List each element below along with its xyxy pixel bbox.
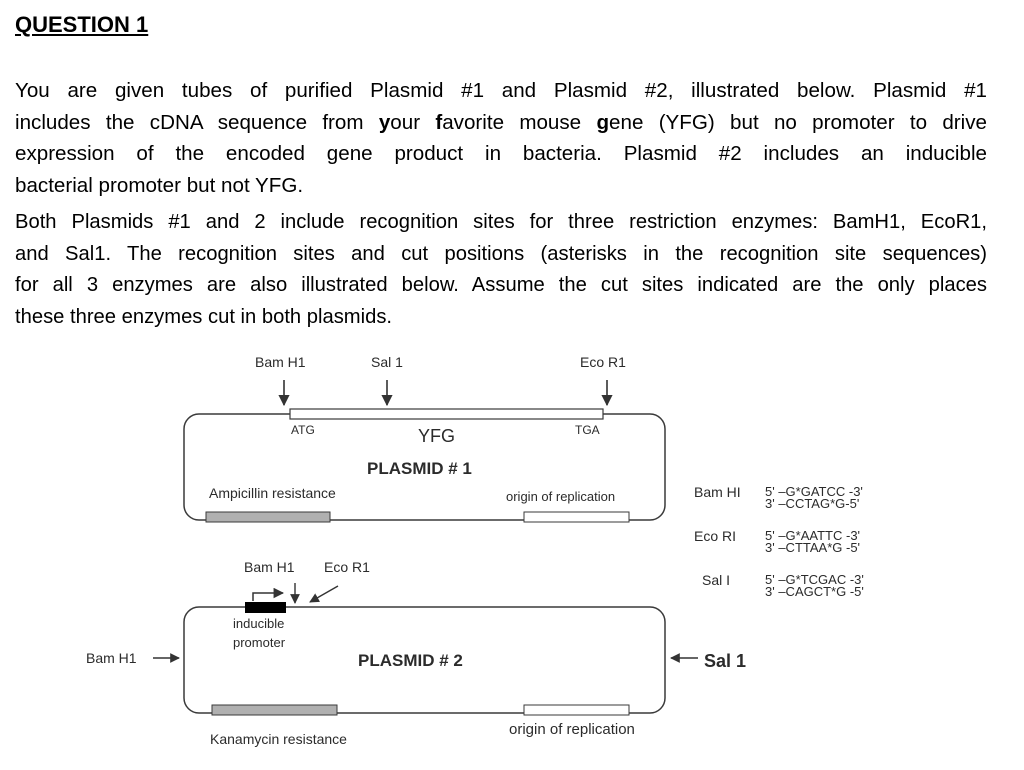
enzyme-bottom-strand-sal-i: 3' –CAGCT*G -5' <box>765 584 864 599</box>
plasmid-2: Bam H1 Eco R1 inducible promoter PLASMID… <box>86 559 746 747</box>
promoter-label-line-1: inducible <box>233 616 284 631</box>
tga-label: TGA <box>575 423 600 437</box>
enzyme-bottom-strand-bam-hi: 3' –CCTAG*G-5' <box>765 496 859 511</box>
bold-letter-g: g <box>596 110 610 134</box>
enzymes-line-4: these three enzymes cut in both plasmids… <box>15 305 393 328</box>
intro-line-2: includes the cDNA sequence from your fav… <box>15 110 987 134</box>
plasmid1-origin-label: origin of replication <box>506 489 615 504</box>
bold-letter-y: y <box>378 110 391 134</box>
inducible-promoter-block <box>245 602 286 613</box>
enzyme-name-bam-hi: Bam HI <box>694 484 741 500</box>
promoter-direction-arrow <box>252 587 285 601</box>
intro-line-1: You are given tubes of purified Plasmid … <box>15 79 987 102</box>
plasmid1-origin-bar <box>523 511 630 523</box>
plasmid2-origin-label: origin of replication <box>509 721 635 738</box>
intro-paragraph: You are given tubes of purified Plasmid … <box>15 75 987 201</box>
enzyme-top-strand-bam-hi: 5' –G*GATCC -3' <box>765 484 863 499</box>
enzyme-top-strand-sal-i: 5' –G*TCGAC -3' <box>765 572 864 587</box>
intro-line-3: expression of the encoded gene product i… <box>15 142 987 165</box>
atg-label: ATG <box>291 423 315 437</box>
plasmid2-origin-bar <box>523 704 630 716</box>
plasmid-2-title: PLASMID # 2 <box>358 651 463 670</box>
enzyme-row-eco-ri: Eco RI 5' –G*AATTC -3' 3' –CTTAA*G -5' <box>694 528 860 555</box>
enzyme-row-sal-i: Sal I 5' –G*TCGAC -3' 3' –CAGCT*G -5' <box>702 572 864 599</box>
question-heading: QUESTION 1 <box>15 12 149 37</box>
intro-line-4: bacterial promoter but not YFG. <box>15 173 304 197</box>
enzymes-line-3: for all 3 enzymes are also illustrated b… <box>15 274 987 296</box>
plasmid2-left-bam-h1-label: Bam H1 <box>86 650 137 666</box>
enzyme-name-sal-i: Sal I <box>702 572 730 588</box>
plasmid1-bam-h1-label: Bam H1 <box>255 354 306 370</box>
kanamycin-gene-bar <box>211 704 338 716</box>
enzymes-line-2: and Sal1. The recognition sites and cut … <box>15 242 987 265</box>
yfg-label: YFG <box>418 426 455 446</box>
kanamycin-resistance-label: Kanamycin resistance <box>210 731 347 747</box>
ampicillin-resistance-label: Ampicillin resistance <box>209 485 336 501</box>
plasmid2-eco-r1-arrow <box>309 585 339 603</box>
enzymes-line-1: Both Plasmids #1 and 2 include recogniti… <box>15 211 987 233</box>
plasmid1-sal-1-label: Sal 1 <box>371 354 403 370</box>
bold-letter-f: f <box>435 110 443 134</box>
enzyme-name-eco-ri: Eco RI <box>694 528 736 544</box>
enzyme-row-bam-hi: Bam HI 5' –G*GATCC -3' 3' –CCTAG*G-5' <box>694 484 863 511</box>
ampicillin-gene-bar <box>205 511 331 523</box>
enzyme-bottom-strand-eco-ri: 3' –CTTAA*G -5' <box>765 540 860 555</box>
plasmid-1-title: PLASMID # 1 <box>367 459 472 478</box>
enzyme-recognition-table: Bam HI 5' –G*GATCC -3' 3' –CCTAG*G-5' Ec… <box>694 484 864 599</box>
plasmid-1: Bam H1 Sal 1 Eco R1 ATG YFG TGA PLASMID … <box>183 354 666 523</box>
enzyme-top-strand-eco-ri: 5' –G*AATTC -3' <box>765 528 860 543</box>
enzymes-paragraph: Both Plasmids #1 and 2 include recogniti… <box>15 207 987 333</box>
plasmid2-eco-r1-label: Eco R1 <box>324 559 370 575</box>
plasmid1-eco-r1-label: Eco R1 <box>580 354 626 370</box>
plasmid2-bam-h1-label: Bam H1 <box>244 559 295 575</box>
plasmid-2-backbone <box>183 606 666 714</box>
yfg-gene-box <box>289 408 604 420</box>
promoter-label-line-2: promoter <box>233 635 286 650</box>
plasmid2-sal-1-label: Sal 1 <box>704 651 746 671</box>
